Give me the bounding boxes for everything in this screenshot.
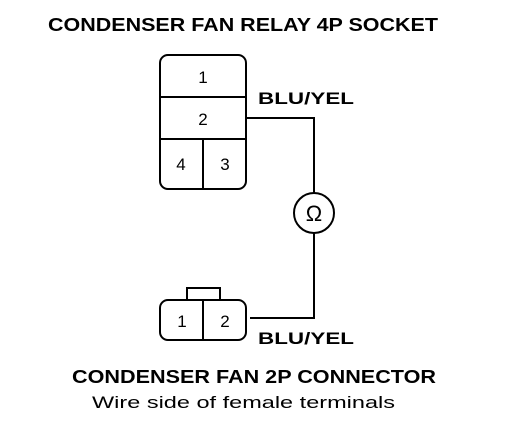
wire-meter-to-connector [250, 233, 315, 319]
test-wires [246, 117, 315, 319]
relay-pin-4: 4 [176, 155, 185, 174]
wire-relay-to-meter [246, 117, 315, 193]
fan-connector [159, 287, 247, 341]
relay-pin-3: 3 [220, 155, 229, 174]
relay-socket-title: CONDENSER FAN RELAY 4P SOCKET [48, 15, 438, 35]
relay-wire-color-label: BLU/YEL [258, 89, 354, 108]
fan-wire-color-label: BLU/YEL [258, 329, 354, 348]
relay-socket [159, 54, 247, 190]
fan-connector-pin-2: 2 [220, 312, 229, 331]
fan-connector-subtitle: Wire side of female terminals [92, 393, 395, 412]
relay-pin-1: 1 [198, 68, 207, 87]
fan-connector-lock-tab [186, 287, 221, 301]
fan-connector-pin-1: 1 [177, 312, 186, 331]
fan-connector-title: CONDENSER FAN 2P CONNECTOR [72, 367, 436, 387]
relay-pin-2: 2 [198, 110, 207, 129]
ohmmeter-icon [293, 192, 335, 234]
ohm-symbol: Ω [306, 201, 322, 226]
